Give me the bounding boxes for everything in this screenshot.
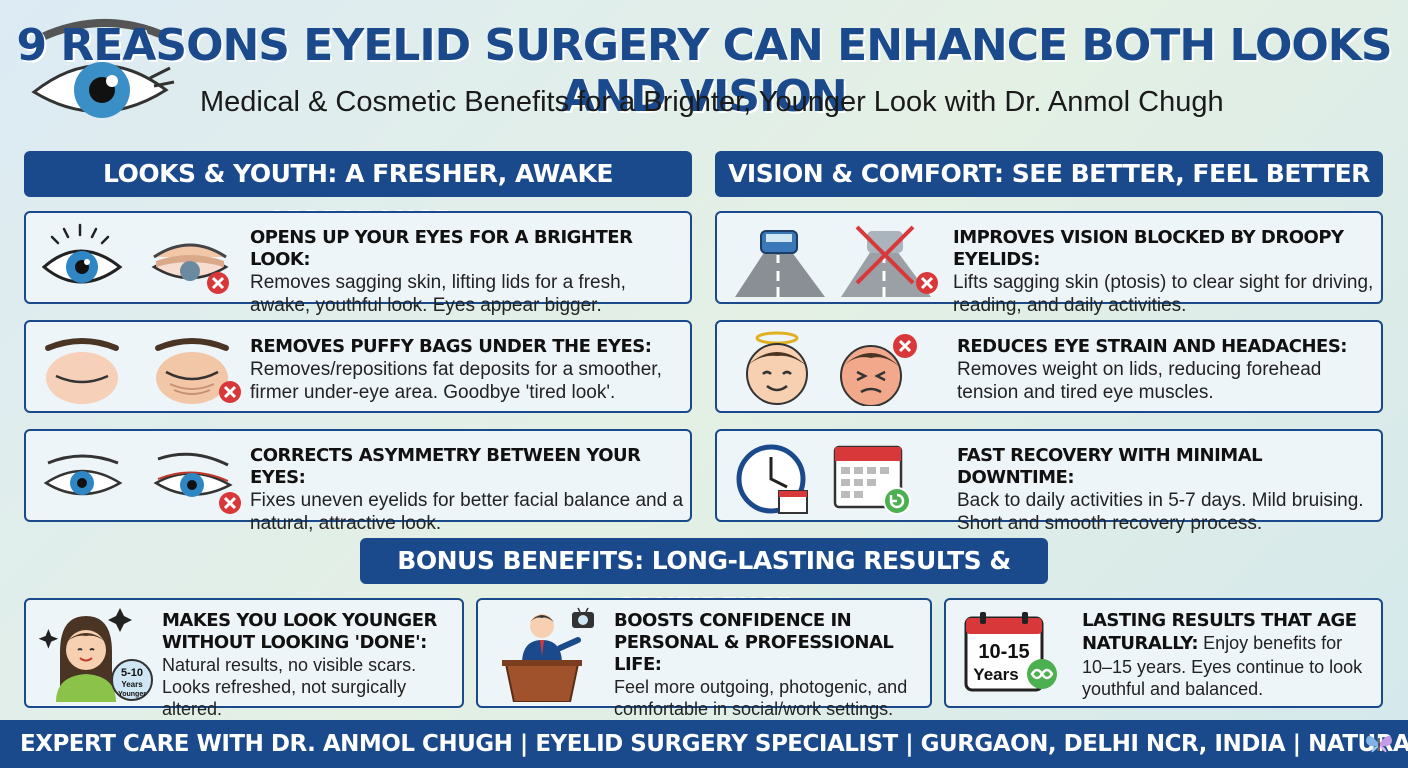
card-body-inline: Enjoy benefits for: [1198, 633, 1343, 653]
card-heading: CORRECTS ASYMMETRY BETWEEN YOUR EYES:: [250, 445, 641, 488]
card-body: Lifts sagging skin (ptosis) to clear sig…: [953, 272, 1374, 316]
card-puffy-bags: REMOVES PUFFY BAGS UNDER THE EYES: Remov…: [24, 320, 692, 413]
card-heading: OPENS UP YOUR EYES FOR A BRIGHTER LOOK:: [250, 227, 633, 270]
lasting-calendar-icon: 10-15 Years: [964, 612, 1057, 692]
younger-badge-label: Younger: [118, 691, 146, 698]
card-body: Removes/repositions fat deposits for a s…: [250, 359, 662, 403]
hero-eye-icon: [31, 19, 175, 118]
card-eye-strain: REDUCES EYE STRAIN AND HEADACHES: Remove…: [715, 320, 1383, 413]
card-heading-line1: MAKES YOU LOOK YOUNGER: [162, 610, 437, 631]
calendar-years: Years: [973, 665, 1018, 684]
card-fast-recovery: FAST RECOVERY WITH MINIMAL DOWNTIME: Bac…: [715, 429, 1383, 534]
card-body-line1: 10–15 years. Eyes continue to look: [1082, 657, 1363, 677]
card-body-line2: Looks refreshed, not surgically altered.: [162, 677, 407, 719]
card-heading-line2: WITHOUT LOOKING 'DONE':: [162, 632, 427, 653]
card-improves-vision: IMPROVES VISION BLOCKED BY DROOPY EYELID…: [715, 211, 1383, 316]
card-body-line1: Natural results, no visible scars.: [162, 655, 417, 675]
page-title: 9 Reasons Eyelid Surgery Can Enhance Bot…: [16, 20, 1392, 122]
speaker-podium-icon: [502, 607, 594, 702]
card-heading-line1: LASTING RESULTS THAT AGE: [1082, 610, 1357, 631]
section-bonus-header: BONUS BENEFITS: LONG-LASTING RESULTS & C…: [360, 538, 1048, 621]
clock-calendar-icon: [736, 444, 911, 515]
card-body: Removes sagging skin, lifting lids for a…: [250, 272, 626, 316]
butterfly-icon: [1366, 735, 1392, 753]
card-heading-line1: BOOSTS CONFIDENCE IN: [614, 610, 852, 631]
footer-banner: EXPERT CARE WITH DR. ANMOL CHUGH | EYELI…: [0, 720, 1408, 768]
puffy-eye-comparison-icon: [45, 338, 241, 404]
page-subtitle: Medical & Cosmetic Benefits for a Bright…: [200, 86, 1224, 118]
younger-badge-years: Years: [121, 680, 143, 689]
card-heading: REMOVES PUFFY BAGS UNDER THE EYES:: [250, 336, 652, 357]
asymmetry-eye-comparison-icon: [43, 452, 241, 514]
calendar-range: 10-15: [978, 641, 1029, 663]
card-body: Fixes uneven eyelids for better facial b…: [250, 490, 684, 534]
section-looks-header: LOOKS & YOUTH: A FRESHER, AWAKE APPEARAN…: [24, 151, 692, 234]
card-body-line1: Feel more outgoing, photogenic, and: [614, 677, 908, 697]
card-asymmetry: CORRECTS ASYMMETRY BETWEEN YOUR EYES: Fi…: [24, 429, 692, 534]
section-vision-header: VISION & COMFORT: SEE BETTER, FEEL BETTE…: [715, 151, 1383, 197]
card-body-line2: comfortable in social/work settings.: [614, 699, 894, 719]
card-body: Back to daily activities in 5-7 days. Mi…: [957, 490, 1364, 534]
card-heading-line2: PERSONAL & PROFESSIONAL LIFE:: [614, 632, 894, 675]
card-body-line2: youthful and balanced.: [1082, 679, 1264, 699]
card-lasting-results: 10-15 Years LASTING RESULTS THAT AGE NAT…: [944, 598, 1383, 708]
card-boosts-confidence: BOOSTS CONFIDENCE IN PERSONAL & PROFESSI…: [476, 598, 932, 719]
young-woman-icon: 5-10 Years Younger: [38, 608, 153, 702]
card-heading: IMPROVES VISION BLOCKED BY DROOPY EYELID…: [953, 227, 1344, 270]
open-eye-comparison-icon: [41, 223, 229, 294]
card-heading: REDUCES EYE STRAIN AND HEADACHES:: [957, 336, 1348, 357]
face-relief-comparison-icon: [746, 331, 917, 406]
card-look-younger: 5-10 Years Younger MAKES YOU LOOK YOUNGE…: [24, 598, 464, 719]
card-opens-eyes: OPENS UP YOUR EYES FOR A BRIGHTER LOOK: …: [24, 211, 692, 316]
younger-badge-range: 5-10: [121, 667, 143, 679]
card-heading-line2: NATURALLY:: [1082, 633, 1199, 654]
card-heading: FAST RECOVERY WITH MINIMAL DOWNTIME:: [957, 445, 1263, 488]
road-visibility-icon: [735, 225, 938, 297]
card-body: Removes weight on lids, reducing forehea…: [957, 359, 1322, 403]
